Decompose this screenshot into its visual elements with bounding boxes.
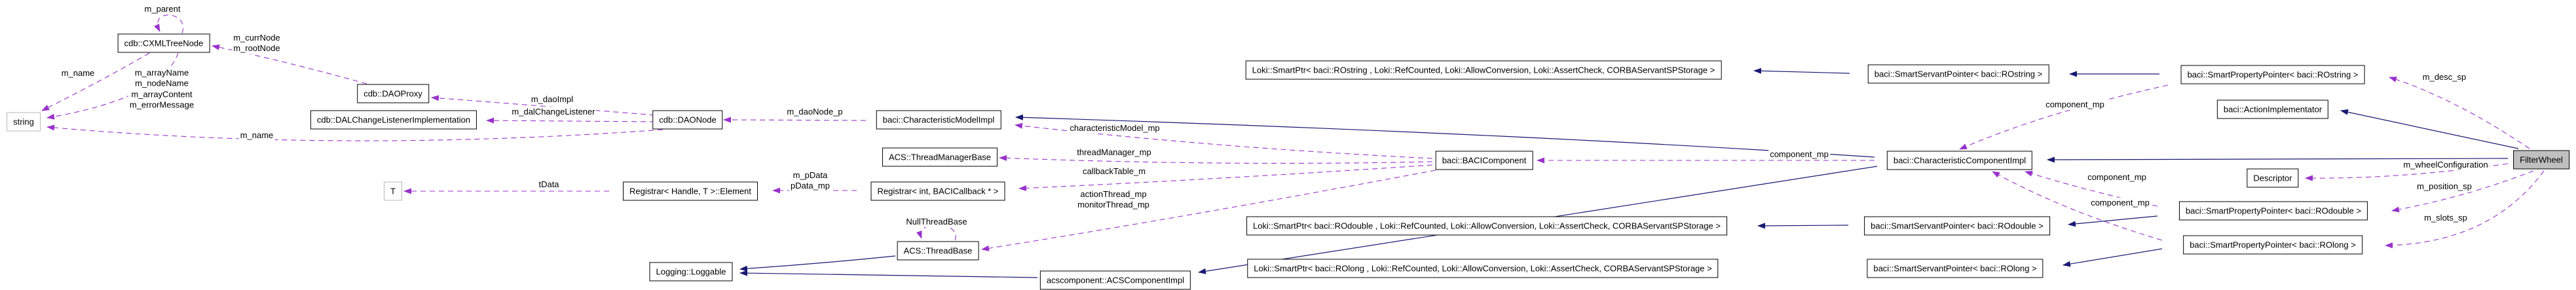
edge-label-m_daoimpl: m_daoImpl bbox=[529, 94, 575, 105]
class-node-bacicomponent[interactable]: baci::BACIComponent bbox=[1435, 151, 1533, 170]
inheritance-edge-filterwheel-to-characteristiccomponentimpl bbox=[2047, 156, 2509, 163]
class-node-smartservantpointer-rodouble[interactable]: baci::SmartServantPointer< baci::ROdoubl… bbox=[1864, 216, 2050, 236]
edge-label-tdata: tData bbox=[537, 179, 561, 190]
usage-edge-bacicomponent-to-registrar-bacicallback bbox=[1018, 164, 1433, 191]
edge-label-m_wheelconfiguration: m_wheelConfiguration bbox=[2402, 159, 2490, 171]
class-node-string: string bbox=[7, 112, 41, 132]
edge-label-m_slots_sp: m_slots_sp bbox=[2423, 212, 2469, 224]
class-node-daoproxy[interactable]: cdb::DAOProxy bbox=[357, 84, 429, 103]
inheritance-edge-characteristiccomponentimpl-to-characteristicmodelimpl bbox=[1015, 114, 1875, 158]
edge-label-component_mp-4: component_mp bbox=[2089, 197, 2151, 209]
edge-label-m_pdata-pdata_mp: m_pData pData_mp bbox=[789, 170, 831, 192]
edge-label-m_dalchangelistener: m_dalChangeListener bbox=[510, 106, 597, 118]
edge-label-component_mp-3: component_mp bbox=[2086, 172, 2148, 183]
usage-edge-daonode-to-daoproxy bbox=[431, 95, 656, 116]
usage-edge-filterwheel-to-smartpropertypointer-rodouble bbox=[2391, 170, 2534, 213]
edge-label-component_mp-2: component_mp bbox=[2044, 99, 2106, 111]
inheritance-edge-smartservantpointer-rostring-to-loki-smartptr-rostring bbox=[1753, 67, 1850, 74]
class-node-loki-smartptr-rolong[interactable]: Loki::SmartPtr< baci::ROlong , Loki::Ref… bbox=[1247, 259, 1719, 278]
class-node-threadbase[interactable]: ACS::ThreadBase bbox=[897, 241, 979, 261]
class-node-smartpropertypointer-rodouble[interactable]: baci::SmartPropertyPointer< baci::ROdoub… bbox=[2178, 201, 2368, 221]
class-node-descriptor[interactable]: Descriptor bbox=[2247, 168, 2299, 188]
edge-label-m_array-block: m_arrayName m_nodeName m_arrayContent m_… bbox=[128, 67, 196, 111]
inheritance-edge-smartpropertypointer-rolong-to-smartservantpointer-rolong bbox=[2063, 248, 2163, 267]
class-node-threadmanagerbase[interactable]: ACS::ThreadManagerBase bbox=[882, 147, 998, 167]
edge-label-actionthread-monitorthread: actionThread_mp monitorThread_mp bbox=[1076, 189, 1151, 211]
edge-label-callbacktable_m: callbackTable_m bbox=[1081, 166, 1148, 177]
edge-label-component_mp-1: component_mp bbox=[1768, 149, 1830, 160]
edge-label-m_parent: m_parent bbox=[143, 3, 182, 15]
usage-edge-cxmltreenode-to-cxmltreenode bbox=[154, 14, 184, 34]
edge-label-m_currnode-m_rootnode: m_currNode m_rootNode bbox=[232, 32, 282, 54]
usage-edge-daoproxy-to-cxmltreenode bbox=[212, 44, 367, 84]
usage-edge-smartpropertypointer-rodouble-to-characteristiccomponentimpl bbox=[2025, 171, 2158, 207]
edge-label-m_name-lower: m_name bbox=[238, 130, 275, 141]
class-node-dalchangelistenerimplementation[interactable]: cdb::DALChangeListenerImplementation bbox=[310, 110, 477, 130]
edge-label-m_daonode_p: m_daoNode_p bbox=[785, 106, 844, 118]
edge-label-m_name-upper: m_name bbox=[60, 67, 96, 79]
class-node-loki-smartptr-rostring[interactable]: Loki::SmartPtr< baci::ROstring , Loki::R… bbox=[1245, 60, 1722, 80]
usage-edge-daonode-to-dalchangelistenerimplementation bbox=[486, 117, 656, 124]
usage-edge-cxmltreenode-to-string bbox=[41, 52, 150, 111]
edge-label-nullthreadbase: NullThreadBase bbox=[905, 216, 969, 228]
class-node-smartservantpointer-rolong[interactable]: baci::SmartServantPointer< baci::ROlong … bbox=[1867, 259, 2044, 278]
inheritance-edge-smartservantpointer-rodouble-to-loki-smartptr-rodouble bbox=[1757, 223, 1849, 229]
inheritance-edge-threadbase-to-loggable bbox=[739, 255, 896, 272]
class-node-registrar-element[interactable]: Registrar< Handle, T >::Element bbox=[623, 181, 758, 201]
inheritance-edge-acscomponentimpl-to-loggable bbox=[739, 270, 1038, 278]
class-node-daonode[interactable]: cdb::DAONode bbox=[652, 110, 723, 130]
usage-edge-smartpropertypointer-rostring-to-characteristiccomponentimpl bbox=[1959, 84, 2169, 150]
class-node-cxmltreenode[interactable]: cdb::CXMLTreeNode bbox=[117, 33, 210, 53]
class-node-filterwheel[interactable]: FilterWheel bbox=[2513, 150, 2569, 170]
class-node-registrar-bacicallback[interactable]: Registrar< int, BACICallback * > bbox=[870, 181, 1005, 201]
edge-label-m_desc_sp: m_desc_sp bbox=[2421, 71, 2468, 83]
usage-edge-bacicomponent-to-threadbase bbox=[981, 170, 1436, 251]
edge-label-characteristicmodel_mp: characteristicModel_mp bbox=[1068, 122, 1161, 134]
usage-edge-filterwheel-to-smartpropertypointer-rostring bbox=[2389, 77, 2530, 149]
class-node-smartpropertypointer-rostring[interactable]: baci::SmartPropertyPointer< baci::ROstri… bbox=[2180, 65, 2365, 84]
class-node-smartpropertypointer-rolong[interactable]: baci::SmartPropertyPointer< baci::ROlong… bbox=[2183, 235, 2362, 255]
usage-edge-threadbase-to-threadbase bbox=[916, 224, 956, 241]
class-node-t: T bbox=[384, 181, 402, 201]
inheritance-edge-smartpropertypointer-rodouble-to-smartservantpointer-rodouble bbox=[2068, 215, 2158, 227]
class-node-characteristicmodelimpl[interactable]: baci::CharacteristicModelImpl bbox=[876, 110, 1001, 130]
edge-label-threadmanager_mp: threadManager_mp bbox=[1075, 147, 1153, 158]
class-node-acscomponentimpl[interactable]: acscomponent::ACSComponentImpl bbox=[1039, 270, 1191, 290]
class-node-actionimplementator[interactable]: baci::ActionImplementator bbox=[2216, 100, 2329, 119]
inheritance-edge-filterwheel-to-actionimplementator bbox=[2340, 109, 2519, 149]
class-node-smartservantpointer-rostring[interactable]: baci::SmartServantPointer< baci::ROstrin… bbox=[1867, 64, 2049, 84]
class-node-loki-smartptr-rodouble[interactable]: Loki::SmartPtr< baci::ROdouble , Loki::R… bbox=[1246, 216, 1727, 236]
usage-edge-bacicomponent-to-threadmanagerbase bbox=[999, 154, 1433, 164]
class-node-loggable[interactable]: Logging::Loggable bbox=[649, 262, 733, 281]
class-node-characteristiccomponentimpl[interactable]: baci::CharacteristicComponentImpl bbox=[1886, 151, 2033, 170]
edge-label-m_position_sp: m_position_sp bbox=[2416, 181, 2473, 192]
usage-edge-daonode-to-string bbox=[47, 124, 663, 141]
usage-edge-filterwheel-to-smartpropertypointer-rolong bbox=[2385, 170, 2545, 249]
